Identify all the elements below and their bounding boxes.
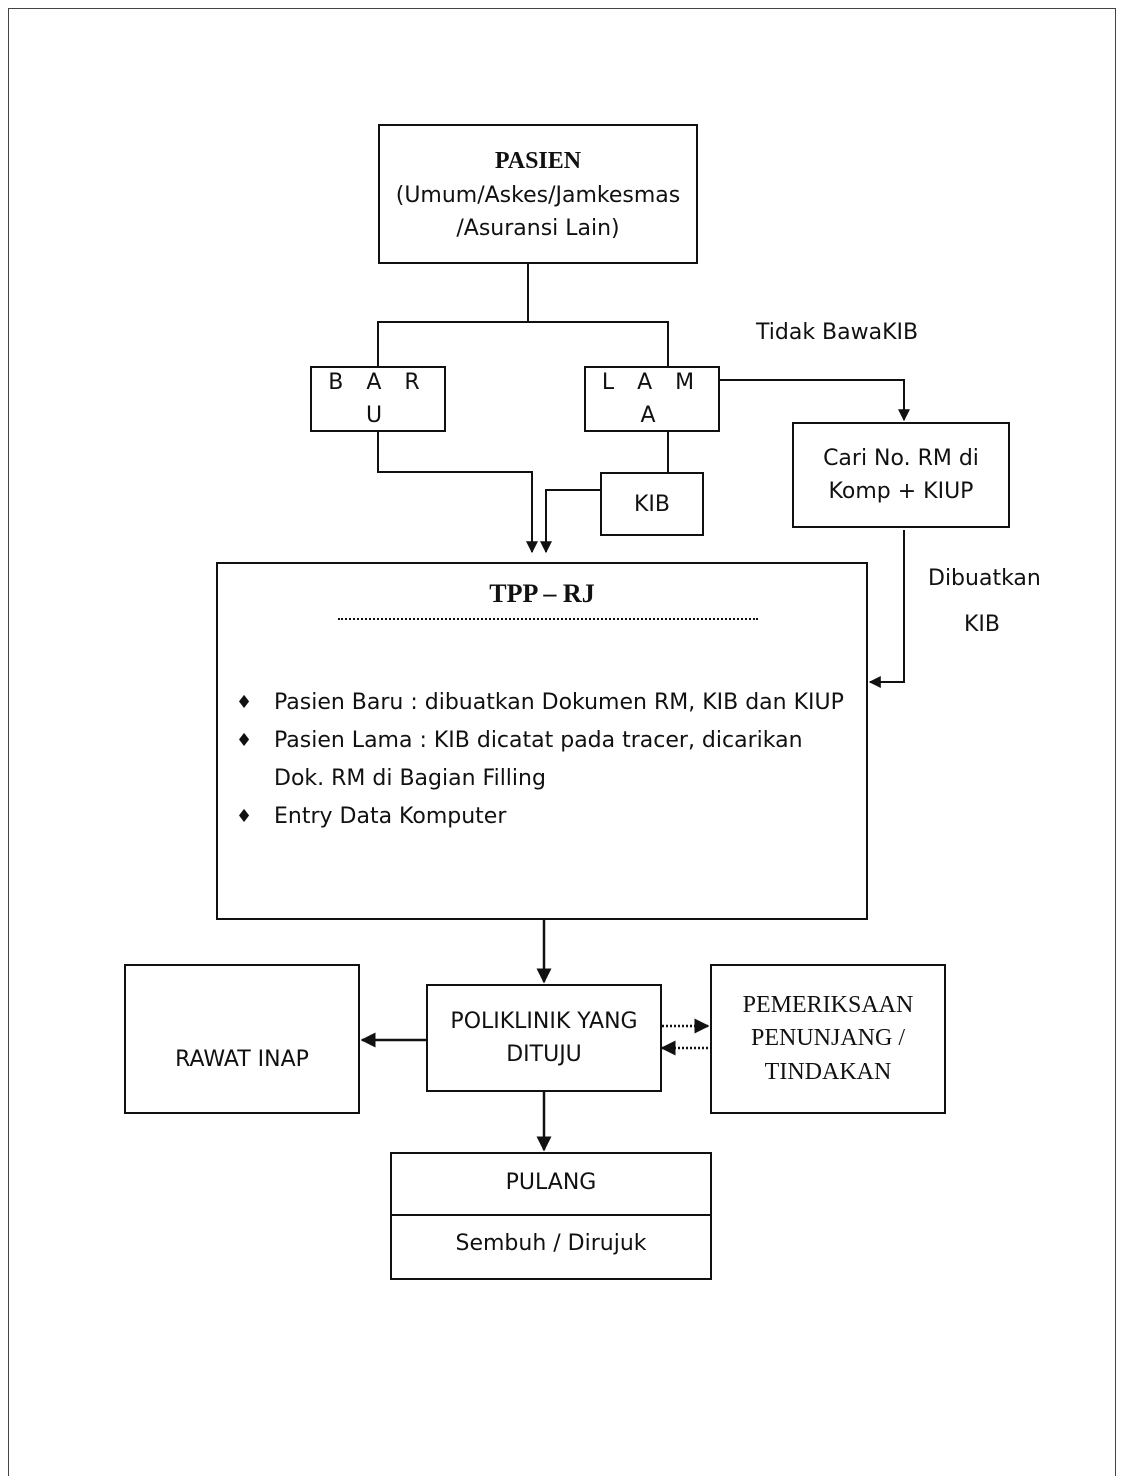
tpp-task-item: ♦ Pasien Lama : KIB dicatat pada tracer,… [236,722,854,798]
label-tidak-bawa-kib: Tidak BawaKIB [756,320,919,345]
node-lama: L A M A [584,366,720,432]
label-dibuatkan-kib-line2: KIB [964,612,1001,637]
tpp-title: TPP – RJ [489,579,595,608]
node-kib: KIB [600,472,704,536]
tpp-task-item: ♦ Entry Data Komputer [236,798,854,836]
tpp-task-list: ♦ Pasien Baru : dibuatkan Dokumen RM, KI… [236,684,854,836]
cari-line1: Cari No. RM di [823,446,979,471]
tpp-task-text: Entry Data Komputer [274,804,507,829]
cari-line2: Komp + KIUP [828,479,974,504]
node-rawat-inap: RAWAT INAP [124,964,360,1114]
pulang-title: PULANG [505,1170,597,1195]
node-pemeriksaan: PEMERIKSAAN PENUNJANG / TINDAKAN [710,964,946,1114]
node-poliklinik: POLIKLINIK YANG DITUJU [426,984,662,1092]
poliklinik-line1: POLIKLINIK YANG [450,1009,638,1034]
page-frame [8,8,1116,1476]
diamond-bullet-icon: ♦ [236,692,253,713]
kib-label: KIB [633,491,670,517]
pasien-title: PASIEN [494,148,582,174]
pemeriksaan-line1: PEMERIKSAAN [742,991,914,1018]
pemeriksaan-line2: PENUNJANG / [750,1025,905,1052]
poliklinik-line2: DITUJU [506,1042,582,1067]
tpp-task-text: Pasien Lama : KIB dicatat pada tracer, d… [274,728,803,791]
diamond-bullet-icon: ♦ [236,806,253,827]
arrow-baru-tpp [377,430,538,554]
node-pulang: PULANG Sembuh / Dirujuk [390,1152,712,1280]
arrow-cari-tpp [868,530,905,688]
node-pasien: PASIEN (Umum/Askes/Jamkesmas /Asuransi L… [378,124,698,264]
rawat-inap-label: RAWAT INAP [175,1046,309,1072]
node-cari-no-rm: Cari No. RM di Komp + KIUP [792,422,1010,528]
pulang-divider [392,1214,710,1216]
connector-pasien-lama [528,321,669,366]
pemeriksaan-line3: TINDAKAN [764,1058,892,1085]
pasien-category-line1: (Umum/Askes/Jamkesmas [395,183,681,208]
tpp-task-text: Pasien Baru : dibuatkan Dokumen RM, KIB … [274,690,844,715]
arrow-kib-tpp [540,489,600,554]
lama-label: L A M A [601,370,703,428]
label-dibuatkan-kib-line1: Dibuatkan [928,566,1041,591]
connector-pasien-split [377,262,529,366]
node-baru: B A R U [310,366,446,432]
pasien-category-line2: /Asuransi Lain) [456,216,620,241]
pulang-subtitle: Sembuh / Dirujuk [455,1231,647,1256]
baru-label: B A R U [328,370,428,428]
arrow-lama-cari [718,379,910,422]
node-tpp-rj: TPP – RJ [216,562,868,920]
tpp-dotted-separator [338,618,758,620]
tpp-task-item: ♦ Pasien Baru : dibuatkan Dokumen RM, KI… [236,684,854,722]
diamond-bullet-icon: ♦ [236,730,253,751]
